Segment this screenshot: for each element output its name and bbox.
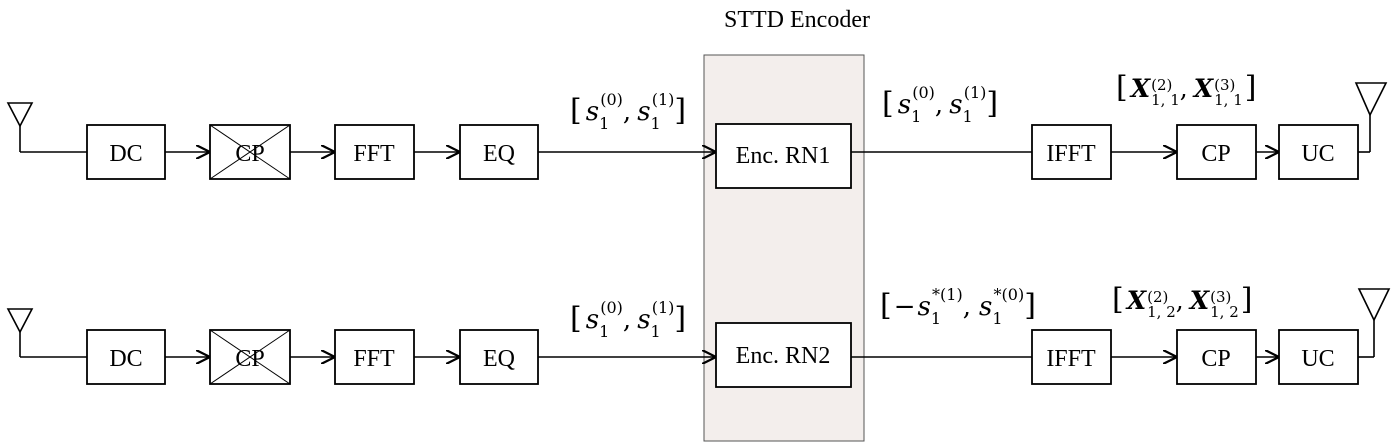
fft-block-2 [334,329,415,385]
uc-label-1: UC [1301,141,1334,167]
tx-antenna-2-icon [1357,288,1391,358]
dc-block-1 [86,124,166,180]
tx-signal-label-2: [X(2)1, 2,X(3)1, 2] [1112,282,1253,321]
encoder-output-signal-2: [−s1*(1),s1*(0)] [880,285,1036,328]
tx1-x-a: X [1130,74,1151,103]
eq-label-2: EQ [483,346,515,372]
rx-antenna-2-icon [6,308,87,358]
tx2-x-a: X [1126,286,1147,315]
rx-antenna-1-icon [6,102,87,153]
cp-insert-label-2: CP [1201,346,1230,372]
fft-label-2: FFT [353,346,395,372]
cp-removal-label-2: CP [235,346,264,372]
dc-block-2 [86,329,166,385]
cp-insert-block-1 [1176,124,1257,180]
tx-signal-label-1: [X(2)1, 1,X(3)1, 1] [1116,70,1257,109]
encoder-label-2: Enc. RN2 [736,343,831,369]
encoder-label-1: Enc. RN1 [736,143,831,169]
input-signal-1: [s1(0),s1(1)] [570,90,686,133]
eq-block-2 [459,329,539,385]
ifft-label-2: IFFT [1046,346,1096,372]
fft-block-1 [334,124,415,180]
encoder-block-2 [715,322,852,388]
dc-label-2: DC [109,346,142,372]
encoder-output-signal-1: [s1(0),s1(1)] [882,83,998,126]
cp-insert-label-1: CP [1201,141,1230,167]
encoder-block-1 [715,123,852,189]
fft-label-1: FFT [353,141,395,167]
tx2-x-b: X [1189,286,1210,315]
dc-label-1: DC [109,141,142,167]
cp-removal-label-1: CP [235,141,264,167]
ifft-label-1: IFFT [1046,141,1096,167]
uc-label-2: UC [1301,346,1334,372]
input-signal-2: [s1(0),s1(1)] [570,298,686,341]
sttd-encoder-title: STTD Encoder [724,7,870,33]
eq-label-1: EQ [483,141,515,167]
tx1-x-b: X [1193,74,1214,103]
ifft-block-2 [1031,329,1112,385]
ifft-block-1 [1031,124,1112,180]
chain-1: DC CP FFT EQ Enc. RN1 IFFT CP UC [6,82,1388,189]
chain-2: DC CP FFT EQ Enc. RN2 IFFT CP UC [ [6,285,1391,388]
tx-antenna-1-icon [1354,82,1388,153]
